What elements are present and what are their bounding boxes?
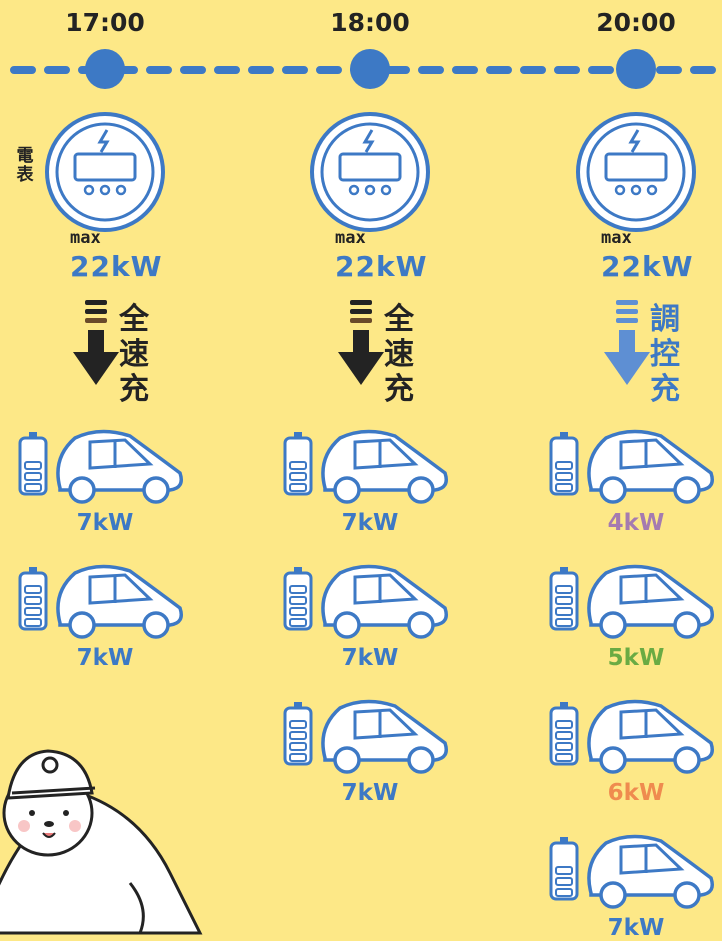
down-arrow-icon <box>73 300 119 385</box>
meter-max-label: max <box>70 228 101 248</box>
car-charge-power: 6kW <box>607 780 665 806</box>
time-label-18: 18:00 <box>330 8 410 37</box>
timeline-dot-20 <box>616 49 656 89</box>
ev-car-icon <box>549 429 714 504</box>
timeline-dot-18 <box>350 49 390 89</box>
car-charge-power: 7kW <box>76 645 134 671</box>
polar-bear-mascot <box>0 749 203 935</box>
electric-meter-icon <box>310 112 430 232</box>
ev-car-icon <box>549 834 714 909</box>
charge-mode-label: 全速充 <box>119 302 149 407</box>
charge-mode-label: 調控充 <box>650 302 680 407</box>
car-charge-power: 4kW <box>607 510 665 536</box>
meter-max-label: max <box>335 228 366 248</box>
meter-side-label: 電 表 <box>16 146 34 185</box>
car-charge-power: 7kW <box>607 915 665 941</box>
ev-car-icon <box>18 564 183 639</box>
down-arrow-icon <box>338 300 384 385</box>
ev-car-icon <box>283 429 448 504</box>
charge-mode-label: 全速充 <box>384 302 414 407</box>
ev-car-icon <box>549 564 714 639</box>
electric-meter-icon <box>45 112 165 232</box>
car-charge-power: 7kW <box>341 780 399 806</box>
time-label-20: 20:00 <box>596 8 676 37</box>
down-arrow-icon <box>604 300 650 385</box>
car-charge-power: 5kW <box>607 645 665 671</box>
meter-max-value: 22kW <box>335 250 428 283</box>
ev-car-icon <box>549 699 714 774</box>
meter-max-value: 22kW <box>601 250 694 283</box>
timeline-dot-17 <box>85 49 125 89</box>
timeline <box>10 49 722 89</box>
car-charge-power: 7kW <box>341 645 399 671</box>
ev-car-icon <box>283 699 448 774</box>
electric-meter-icon <box>576 112 696 232</box>
meter-max-value: 22kW <box>70 250 163 283</box>
meter-max-label: max <box>601 228 632 248</box>
time-label-17: 17:00 <box>65 8 145 37</box>
ev-car-icon <box>283 564 448 639</box>
ev-car-icon <box>18 429 183 504</box>
car-charge-power: 7kW <box>76 510 134 536</box>
car-charge-power: 7kW <box>341 510 399 536</box>
